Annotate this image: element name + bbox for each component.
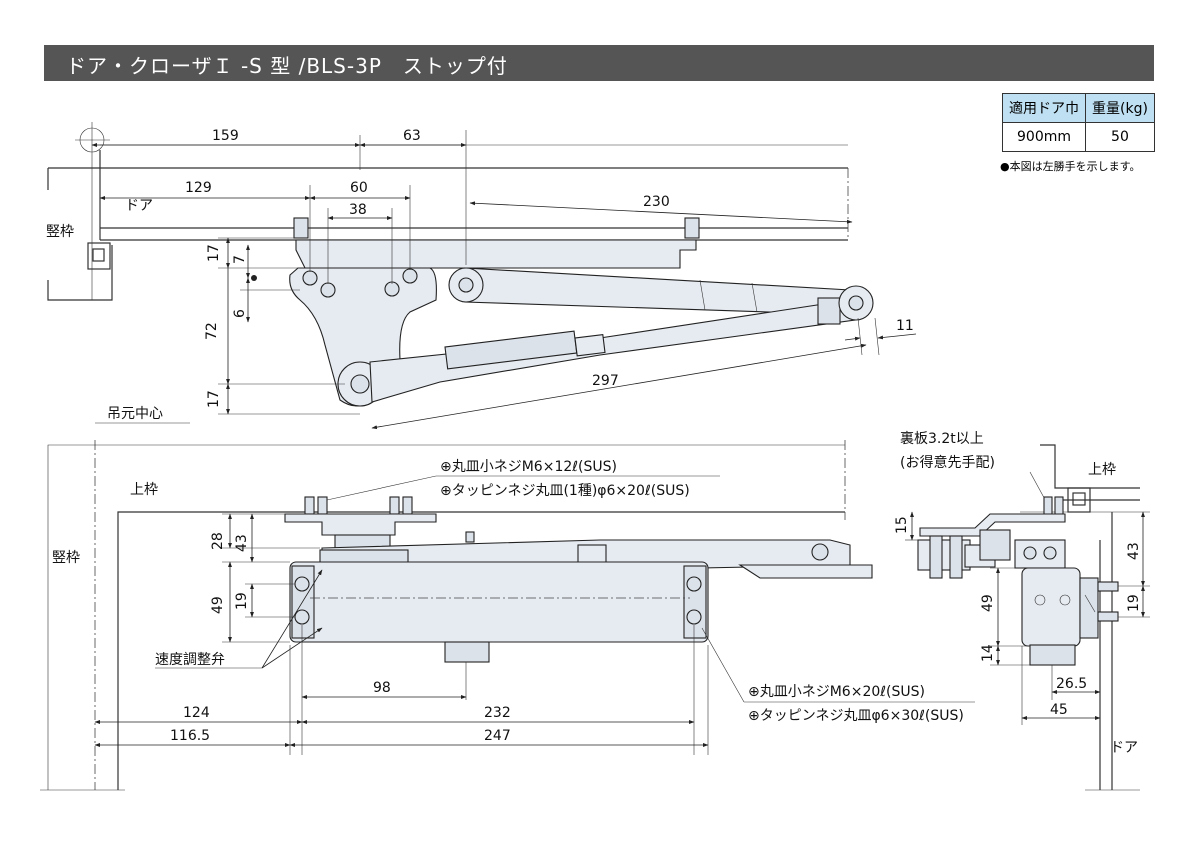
front-view-top-frame-label: 上枠 [130, 482, 158, 498]
top-view-side-frame-label: 竪枠 [46, 224, 74, 240]
speed-valve-label: 速度調整弁 [155, 652, 225, 668]
dim-129: 129 [185, 180, 212, 196]
top-view-side-frame [47, 122, 113, 301]
dim-19: 19 [234, 592, 250, 610]
front-view-closer-body [289, 561, 709, 663]
front-view-dimensions: 28 43 49 19 98 124 232 116.5 247 [94, 513, 709, 755]
dim-63: 63 [403, 128, 421, 144]
dim-72: 72 [204, 322, 220, 340]
side-dim-19: 19 [1126, 594, 1142, 612]
dim-98: 98 [373, 680, 391, 696]
spec-table-header-row: 適用ドア巾 重量(kg) [1002, 93, 1155, 123]
dim-247: 247 [484, 728, 511, 744]
spec-table-row: 900mm 50 [1002, 122, 1155, 152]
side-view-top-frame-label: 上枠 [1088, 462, 1116, 478]
side-dim-15: 15 [894, 516, 910, 534]
top-view: 159 63 129 60 38 ドア 230 [46, 122, 917, 430]
dim-60: 60 [350, 180, 368, 196]
spec-header-door-width: 適用ドア巾 [1002, 93, 1086, 123]
dim-38: 38 [349, 202, 367, 218]
top-view-door-label: ドア [125, 198, 153, 214]
spec-note: ●本図は左勝手を示します。 [1000, 160, 1141, 173]
top-view-main-arm [448, 267, 861, 316]
spec-weight-value: 50 [1085, 122, 1155, 152]
front-view-side-frame-label: 竪枠 [52, 550, 80, 566]
front-view: 吊元中心 上枠 竪枠 [40, 406, 975, 791]
page-title: ドア・クローザＩ -S 型 /BLS-3P ストップ付 [66, 54, 508, 78]
side-view-door-label: ドア [1110, 740, 1138, 756]
dim-232: 232 [484, 705, 511, 721]
top-view-door [99, 144, 849, 241]
dim-17-bottom: 17 [206, 390, 222, 408]
spec-door-width-value: 900mm [1002, 122, 1086, 152]
side-view-dimensions: 15 43 19 49 14 26.5 45 [894, 511, 1150, 725]
hinge-center-label: 吊元中心 [107, 406, 163, 422]
top-view-bracket [289, 217, 700, 407]
dim-7: 7 [232, 255, 248, 264]
dim-17-top: 17 [206, 244, 222, 262]
side-dim-14: 14 [980, 644, 996, 662]
dim-6: 6 [232, 309, 248, 318]
dim-28: 28 [210, 532, 226, 550]
dim-116-5: 116.5 [170, 728, 210, 744]
top-view-dimensions: 159 63 129 60 38 ドア 230 [46, 128, 917, 430]
body-tapping-note: ⊕タッピンネジ丸皿φ6×30ℓ(SUS) [748, 708, 964, 724]
side-view-body [1021, 567, 1119, 666]
body-screw-note: ⊕丸皿小ネジM6×20ℓ(SUS) [748, 684, 925, 700]
dim-230: 230 [643, 194, 670, 210]
back-plate-label-1: 裏板3.2t以上 [900, 430, 984, 447]
spec-header-weight: 重量(kg) [1085, 93, 1155, 123]
dim-124: 124 [183, 705, 210, 721]
back-plate-label-2: (お得意先手配) [900, 454, 995, 471]
bracket-tapping-note: ⊕タッピンネジ丸皿(1種)φ6×20ℓ(SUS) [440, 483, 690, 499]
dim-11: 11 [896, 318, 914, 334]
title-bar: ドア・クローザＩ -S 型 /BLS-3P ストップ付 [44, 45, 1154, 81]
side-view: 裏板3.2t以上 (お得意先手配) 上枠 ドア [894, 430, 1150, 791]
dim-43: 43 [234, 534, 250, 552]
dim-49: 49 [210, 596, 226, 614]
side-dim-43: 43 [1126, 542, 1142, 560]
side-dim-26-5: 26.5 [1056, 676, 1087, 692]
side-view-arm [917, 496, 1066, 579]
side-dim-49: 49 [980, 594, 996, 612]
dim-297: 297 [592, 373, 619, 389]
side-view-frame [1020, 444, 1150, 791]
spec-table: 適用ドア巾 重量(kg) 900mm 50 [1002, 93, 1155, 152]
side-dim-45: 45 [1050, 702, 1068, 718]
dim-159: 159 [212, 128, 239, 144]
bracket-screw-note: ⊕丸皿小ネジM6×12ℓ(SUS) [440, 459, 617, 475]
